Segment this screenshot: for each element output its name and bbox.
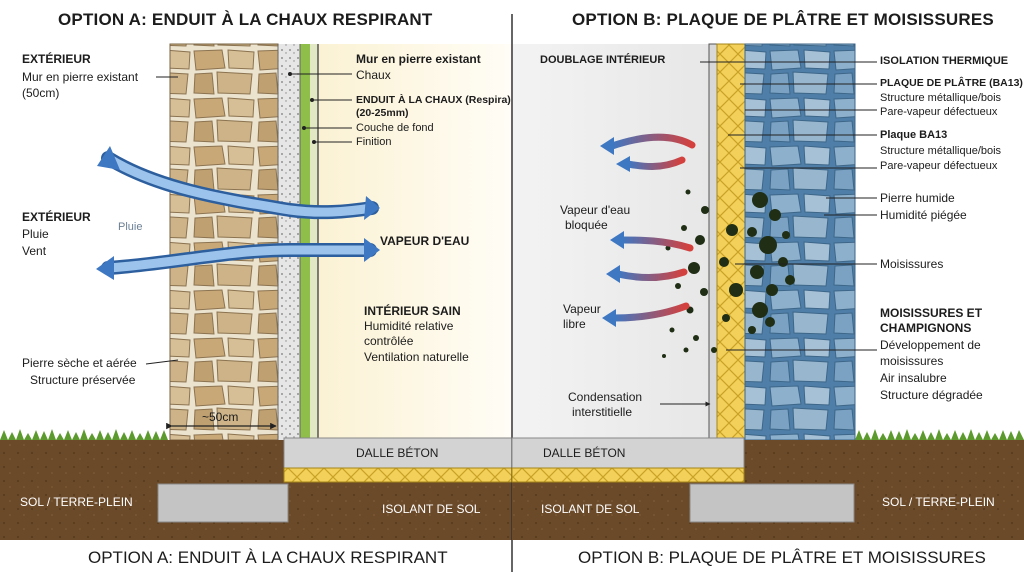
label-rain: Pluie [22, 227, 49, 241]
label-dry-stone: Pierre sèche et aérée [22, 356, 137, 370]
grass-right [855, 429, 1024, 440]
label-structure-ok: Structure préservée [30, 373, 136, 387]
slab-b [511, 437, 745, 469]
label-condensation-2: interstitielle [572, 405, 633, 419]
title-option-b: OPTION B: PLAQUE DE PLÂTRE ET MOISISSURE… [572, 10, 994, 29]
vapour-arrow-head-2 [364, 196, 380, 220]
vapour-arrow-head-4 [364, 238, 380, 262]
label-healthy-1: Humidité relative [364, 319, 454, 333]
label-render-title: ENDUIT À LA CHAUX (Respira) [356, 94, 511, 106]
panel-b [511, 43, 1024, 540]
render-base-coat [300, 44, 310, 440]
label-fungi-1: Développement de [880, 338, 981, 352]
label-floor-insulation-a: ISOLANT DE SOL [382, 502, 481, 516]
blocked-vapour-arrows [600, 133, 696, 327]
label-board-1-title: PLAQUE DE PLÂTRE (BA13) [880, 77, 1023, 89]
rain-tag: Pluie [118, 221, 143, 233]
grass-left [0, 429, 168, 440]
label-healthy-2: contrôlée [364, 334, 414, 348]
label-fungi-4: Structure dégradée [880, 388, 983, 402]
label-free-2: libre [563, 317, 586, 331]
label-slab-a: DALLE BÉTON [356, 446, 439, 460]
label-mould: Moisissures [880, 257, 944, 271]
label-exterior: EXTÉRIEUR [22, 52, 91, 66]
label-condensation-1: Condensation [568, 390, 643, 404]
label-healthy-3: Ventilation naturelle [364, 350, 469, 364]
label-insulation: ISOLATION THERMIQUE [880, 55, 1009, 67]
label-fungi-2: moisissures [880, 354, 944, 368]
label-fungi-3: Air insalubre [880, 371, 947, 385]
label-board-1-line1: Structure métallique/bois [880, 92, 1002, 104]
title-option-a: OPTION A: ENDUIT À LA CHAUX RESPIRANT [58, 10, 433, 29]
label-floor-insulation-b: ISOLANT DE SOL [541, 502, 640, 516]
floor-insulation-b [511, 467, 745, 483]
label-base-coat: Couche de fond [356, 122, 434, 134]
label-board-1-line2: Pare-vapeur défectueux [880, 106, 998, 118]
lined-interior [513, 44, 709, 438]
label-free-1: Vapeur [563, 302, 601, 316]
label-fungi-title-2: CHAMPIGNONS [880, 321, 972, 335]
label-exterior-thickness: (50cm) [22, 86, 60, 100]
footing-b [689, 483, 855, 523]
label-lime: Chaux [356, 68, 391, 82]
label-board-2-title: Plaque BA13 [880, 129, 948, 141]
label-render-thickness: (20-25mm) [356, 107, 409, 119]
label-blocked-1: Vapeur d'eau [560, 203, 631, 217]
label-slab-b: DALLE BÉTON [543, 446, 626, 460]
vapour-arrow-head-3 [96, 256, 114, 280]
label-weather-title: EXTÉRIEUR [22, 210, 91, 224]
footing-a [157, 483, 289, 523]
footer-option-a: OPTION A: ENDUIT À LA CHAUX RESPIRANT [88, 548, 448, 567]
label-exterior-wall: Mur en pierre existant [22, 70, 139, 84]
label-soil-a: SOL / TERRE-PLEIN [20, 495, 133, 509]
label-lining: DOUBLAGE INTÉRIEUR [540, 54, 666, 66]
label-wall-title: Mur en pierre existant [356, 52, 481, 66]
label-healthy-title: INTÉRIEUR SAIN [364, 304, 461, 318]
label-width: ~50cm [202, 410, 239, 424]
label-trapped: Humidité piégée [880, 208, 967, 222]
stone-wall-a [169, 43, 279, 441]
label-board-2-line2: Pare-vapeur défectueux [880, 160, 998, 172]
thermal-insulation [716, 43, 746, 441]
plasterboard [708, 43, 718, 441]
label-board-2-line1: Structure métallique/bois [880, 145, 1002, 157]
lime-layer [278, 44, 300, 440]
vapour-arrow-head-1 [97, 146, 120, 170]
label-wet-stone: Pierre humide [880, 191, 955, 205]
panel-a [0, 43, 513, 540]
footer-option-b: OPTION B: PLAQUE DE PLÂTRE ET MOISISSURE… [578, 548, 986, 567]
mould-growth [662, 189, 795, 358]
label-fungi-title-1: MOISISSURES ET [880, 306, 983, 320]
healthy-interior [318, 44, 512, 438]
label-vapour: VAPEUR D'EAU [380, 234, 470, 248]
label-finish: Finition [356, 136, 392, 148]
floor-insulation-a [283, 467, 513, 483]
label-blocked-2: bloquée [565, 218, 608, 232]
label-soil-b: SOL / TERRE-PLEIN [882, 495, 995, 509]
label-wind: Vent [22, 244, 47, 258]
render-finish [310, 44, 318, 440]
